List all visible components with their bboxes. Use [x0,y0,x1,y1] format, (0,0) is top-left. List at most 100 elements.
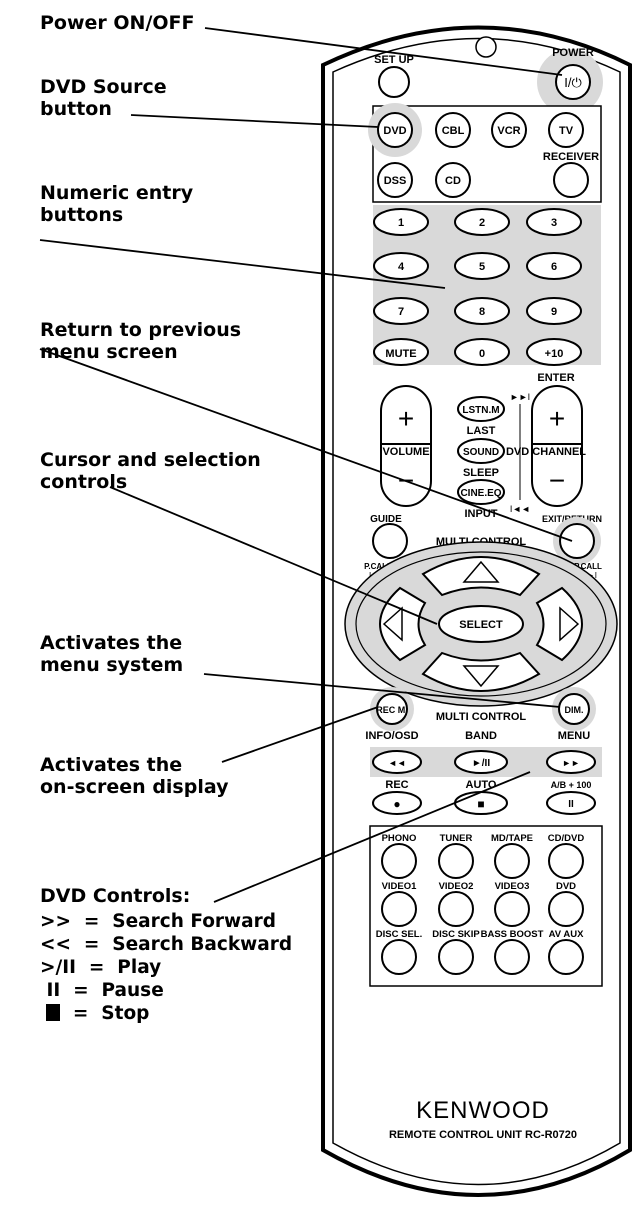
source-label-cd: CD [445,175,461,187]
input-button-md-tape[interactable] [494,843,530,879]
input-label: INPUT [465,508,498,520]
power-button[interactable] [555,64,591,100]
number-label-1: 1 [398,217,404,229]
number-label-3: 3 [551,217,557,229]
rec-label: REC [385,779,408,791]
number-button-4[interactable] [373,252,429,280]
source-button-dss[interactable] [377,162,413,198]
leader-dvd-controls [213,771,531,903]
number-label-6: 6 [551,261,557,273]
input-button-video3[interactable] [494,891,530,927]
sleep-label: SLEEP [463,467,499,479]
last-label: LAST [467,425,496,437]
plus10-button[interactable] [526,338,582,366]
number-button-9[interactable] [526,297,582,325]
input-label-bass-boost: BASS BOOST [481,929,544,940]
play-pause-button[interactable] [454,750,508,774]
source-label-dvd: DVD [383,125,406,137]
callout-menu: Activates the menu system [40,632,184,676]
legend-stop-text: = Stop [72,1003,150,1024]
exit-return-button[interactable] [559,523,595,559]
source-button-dvd[interactable] [377,112,413,148]
channel-plus: + [549,403,565,434]
setup-button[interactable] [378,66,410,98]
input-button-phono[interactable] [381,843,417,879]
source-button-cd[interactable] [435,162,471,198]
source-label-vcr: VCR [497,125,520,137]
input-button-av-aux[interactable] [548,939,584,975]
mute-button[interactable] [373,338,429,366]
input-button-cd-dvd[interactable] [548,843,584,879]
pcall-right-label: P.CALL [574,562,602,571]
input-label-disc-sel: DISC SEL. [376,929,422,940]
cineeq-label: CINE.EQ [460,488,501,499]
number-button-7[interactable] [373,297,429,325]
legend-row-pause: II = Pause [40,980,164,1001]
rewind-icon: ◄◄ [388,758,406,768]
input-button-video2[interactable] [438,891,474,927]
input-button-dvd[interactable] [548,891,584,927]
skip-back-icon: I◄◄ [510,504,530,514]
recm-button[interactable] [376,693,408,725]
source-button-cbl[interactable] [435,112,471,148]
legend-row-forward: >> = Search Forward [40,911,276,932]
pause-icon: II [568,799,574,810]
dvd-controls-legend: DVD Controls: >> = Search Forward << = S… [40,885,292,1025]
input-button-tuner[interactable] [438,843,474,879]
rec-dot-icon: ● [393,797,400,811]
info-osd-label: INFO/OSD [365,730,418,742]
number-button-8[interactable] [454,297,510,325]
channel-minus: − [549,465,565,496]
input-label-tuner: TUNER [440,833,473,844]
number-button-2[interactable] [454,208,510,236]
guide-button[interactable] [372,523,408,559]
source-button-tv[interactable] [548,112,584,148]
input-label-md-tape: MD/TAPE [491,833,533,844]
legend-row-backward: << = Search Backward [40,934,293,955]
legend-row-play: >/II = Play [40,957,162,978]
input-label-video1: VIDEO1 [382,881,418,892]
receiver-button[interactable] [553,162,589,198]
zero-button[interactable] [454,338,510,366]
power-label: POWER [552,47,594,59]
input-button-disc-sel[interactable] [381,939,417,975]
fast-forward-button[interactable] [546,750,596,774]
select-button[interactable] [438,605,524,643]
callout-cursor: Cursor and selection controls [40,449,261,493]
legend-row-stop: = Stop [40,1002,292,1025]
lstnm-button[interactable] [457,396,505,422]
input-label-video3: VIDEO3 [495,881,530,892]
dim-button[interactable] [558,693,590,725]
input-label-av-aux: AV AUX [549,929,585,940]
input-button-disc-skip[interactable] [438,939,474,975]
cursor-down-button[interactable] [421,651,541,692]
input-button-video1[interactable] [381,891,417,927]
down-arrow-icon [462,665,500,688]
leader-cursor [109,486,438,625]
guide-label: GUIDE [370,514,402,525]
dim-label: DIM. [565,705,584,715]
rewind-button[interactable] [372,750,422,774]
number-label-8: 8 [479,306,485,318]
cineeq-button[interactable] [457,479,505,505]
leader-numeric [39,239,446,289]
number-button-1[interactable] [373,208,429,236]
number-label-9: 9 [551,306,557,318]
number-button-6[interactable] [526,252,582,280]
number-button-5[interactable] [454,252,510,280]
callout-dvd-source: DVD Source button [40,76,167,120]
number-label-7: 7 [398,306,404,318]
source-button-vcr[interactable] [491,112,527,148]
pcall-left-label: P.CALL [364,562,392,571]
input-label-disc-skip: DISC SKIP [432,929,480,940]
recm-label: REC M. [376,705,408,715]
cursor-up-button[interactable] [421,556,541,597]
pause-button[interactable] [546,791,596,815]
callout-power: Power ON/OFF [40,12,195,34]
play-pause-icon: ►/II [472,758,490,769]
sound-button[interactable] [457,438,505,464]
number-button-3[interactable] [526,208,582,236]
rec-button[interactable] [372,791,422,815]
select-label: SELECT [459,619,503,631]
input-button-bass-boost[interactable] [494,939,530,975]
